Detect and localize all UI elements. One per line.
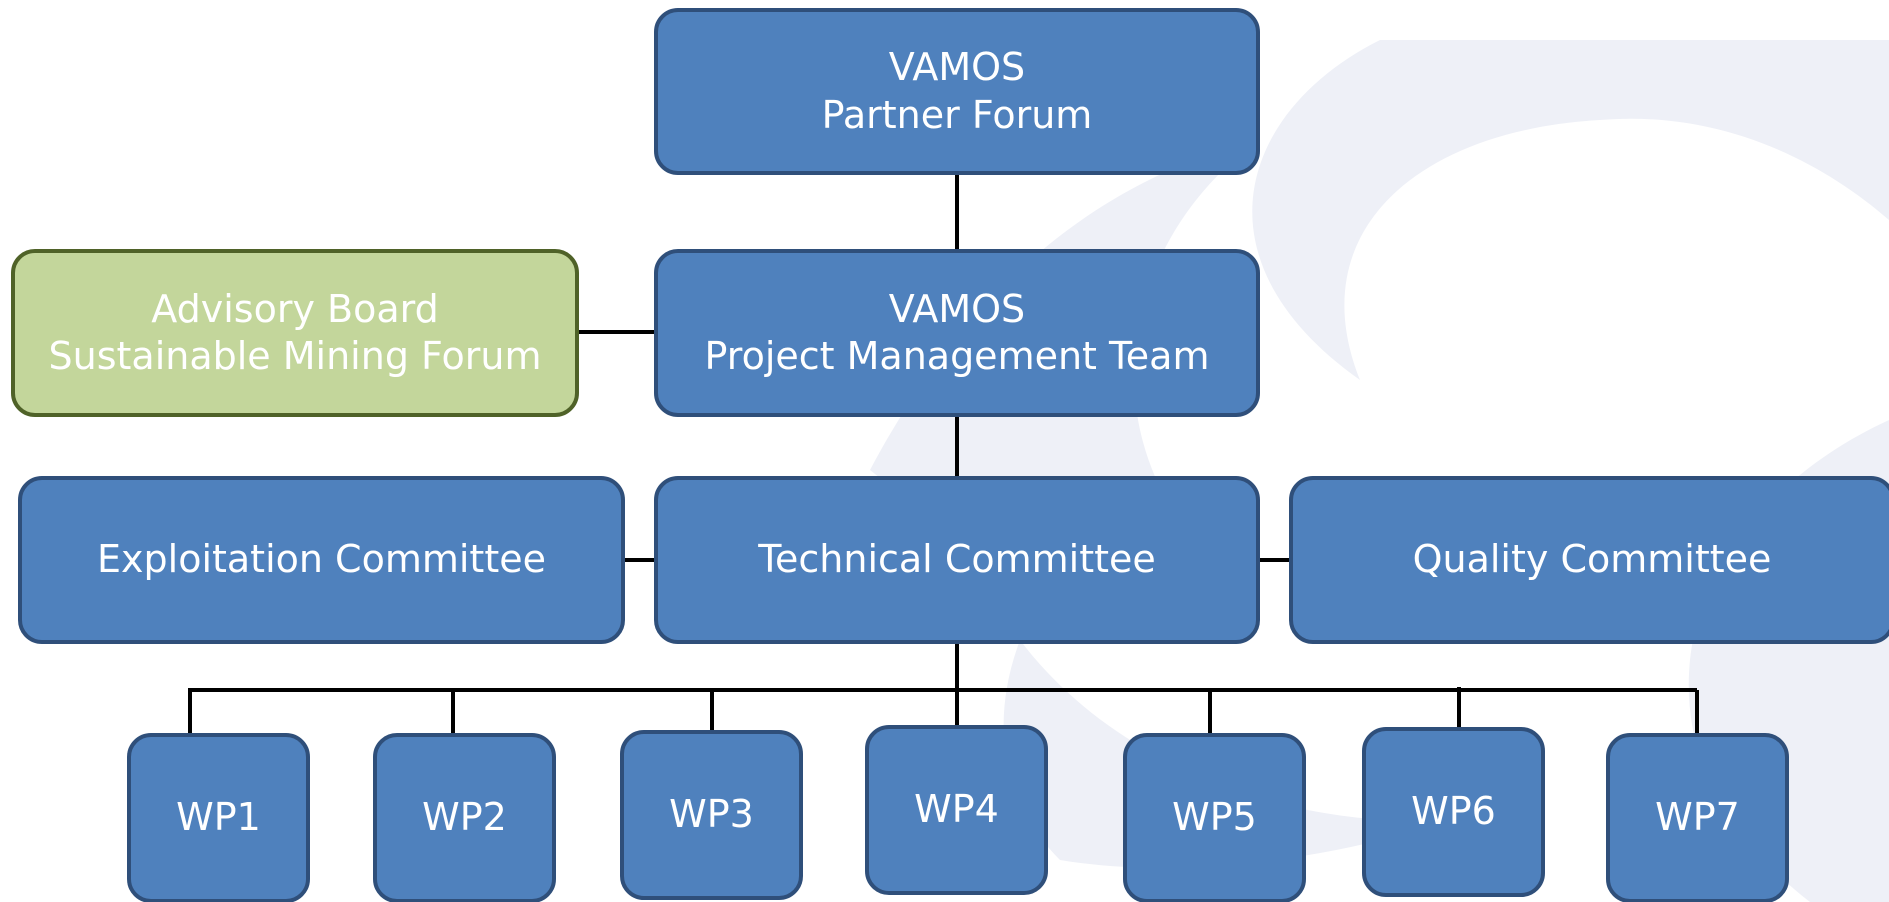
wp7-label: WP7 <box>1655 795 1740 840</box>
technical-committee-box: Technical Committee <box>654 476 1260 644</box>
wp4-label: WP4 <box>914 787 999 832</box>
wp4-box: WP4 <box>865 725 1048 895</box>
partner-forum-line1: VAMOS <box>888 45 1026 89</box>
partner-forum-line2: Partner Forum <box>821 92 1093 137</box>
advisory-board-line1: Advisory Board <box>151 286 439 331</box>
advisory-board-line2: Sustainable Mining Forum <box>48 334 542 378</box>
exploitation-committee-label: Exploitation Committee <box>97 537 546 582</box>
exploitation-committee-box: Exploitation Committee <box>18 476 625 644</box>
wp1-box: WP1 <box>127 733 310 902</box>
wp5-label: WP5 <box>1172 795 1257 840</box>
wp3-label: WP3 <box>669 792 754 837</box>
wp2-box: WP2 <box>373 733 556 902</box>
wp2-label: WP2 <box>422 795 507 840</box>
watermark-shape-upper <box>1252 40 1889 380</box>
wp3-box: WP3 <box>620 730 803 900</box>
wp7-box: WP7 <box>1606 733 1789 902</box>
pmt-line1: VAMOS <box>888 286 1026 331</box>
quality-committee-box: Quality Committee <box>1289 476 1889 644</box>
partner-forum-box: VAMOS Partner Forum <box>654 8 1260 175</box>
advisory-board-box: Advisory Board Sustainable Mining Forum <box>11 249 579 417</box>
wp1-label: WP1 <box>176 795 261 840</box>
wp6-box: WP6 <box>1362 727 1545 897</box>
quality-committee-label: Quality Committee <box>1412 537 1772 582</box>
watermark-shape-lower <box>1003 640 1450 868</box>
project-management-team-box: VAMOS Project Management Team <box>654 249 1260 417</box>
pmt-line2: Project Management Team <box>704 334 1210 378</box>
technical-committee-label: Technical Committee <box>758 537 1156 582</box>
wp6-label: WP6 <box>1411 789 1496 834</box>
wp5-box: WP5 <box>1123 733 1306 902</box>
